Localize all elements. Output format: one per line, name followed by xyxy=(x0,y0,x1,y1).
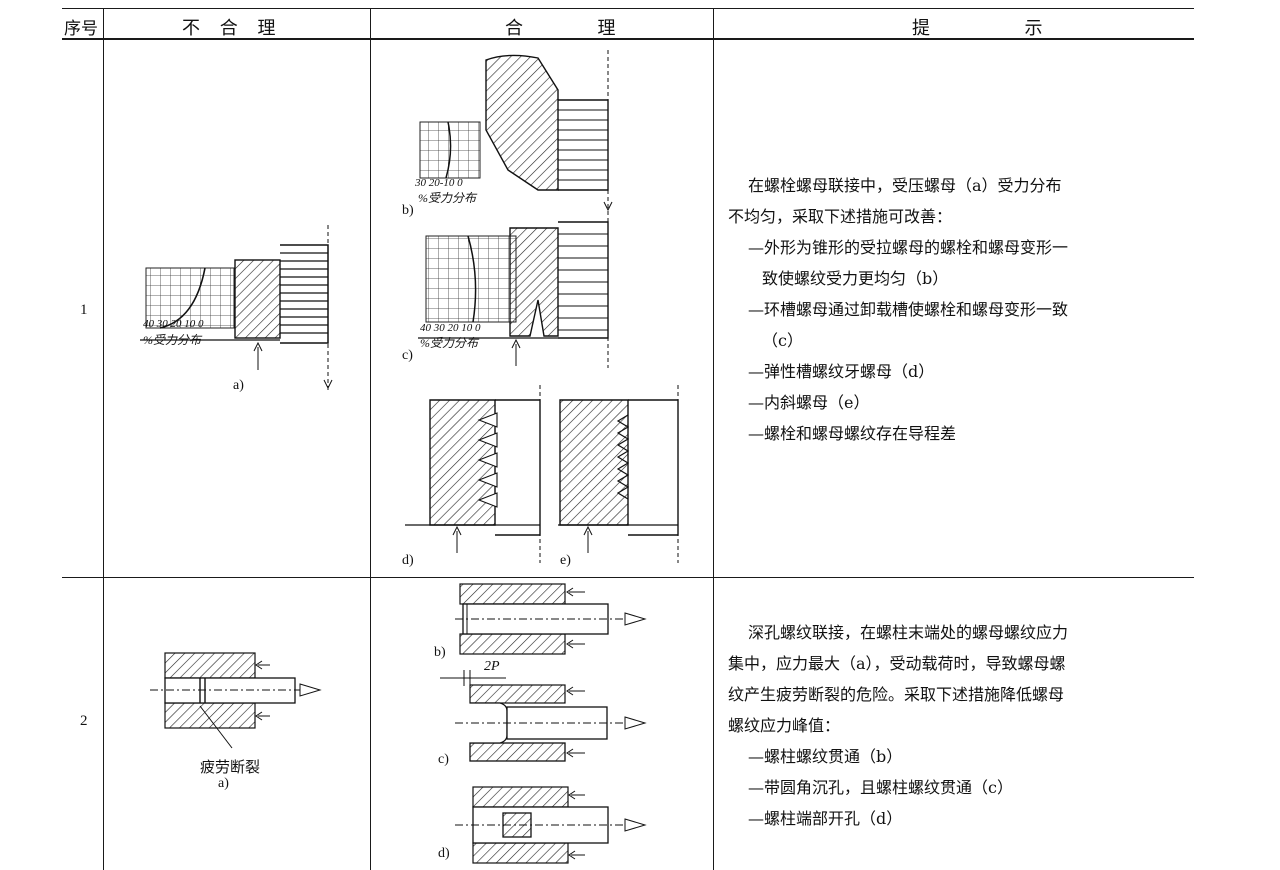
hint-line: 致使螺纹受力更均匀（b） xyxy=(762,269,949,288)
fig-r2-a-label: a) xyxy=(218,776,229,791)
fig-r2-c-label: c) xyxy=(438,752,449,767)
hint-line: 纹产生疲劳断裂的危险。采取下述措施降低螺母 xyxy=(728,685,1065,704)
header-reasonable: 合 理 xyxy=(505,18,617,39)
fig-r1-d-label: d) xyxy=(402,553,414,568)
fig-r2-b-label: b) xyxy=(434,645,446,660)
fig-r2-d xyxy=(455,786,647,864)
table-top-rule xyxy=(62,8,1194,9)
fig-r1-e-label: e) xyxy=(560,553,571,568)
fig-r1-a-axis: 40 30 20 10 0 xyxy=(143,318,204,330)
hint-line: （c） xyxy=(762,331,803,350)
hint-line: —带圆角沉孔，且螺柱螺纹贯通（c） xyxy=(748,778,1013,797)
hint-line: —弹性槽螺纹牙螺母（d） xyxy=(748,362,935,381)
fig-r1-b-label: b) xyxy=(402,203,414,218)
hint-line: —环槽螺母通过卸载槽使螺栓和螺母变形一致 xyxy=(748,300,1069,319)
fig-r1-a xyxy=(140,225,333,390)
fig-r1-b xyxy=(419,50,613,215)
hint-line: 深孔螺纹联接，在螺柱末端处的螺母螺纹应力 xyxy=(748,623,1069,642)
hint-line: —内斜螺母（e） xyxy=(748,393,870,412)
hint-line: —螺栓和螺母螺纹存在导程差 xyxy=(748,424,957,443)
col-divider-1 xyxy=(103,8,104,870)
row-1-number: 1 xyxy=(80,302,88,318)
fig-r1-c-axis: 40 30 20 10 0 xyxy=(420,322,481,334)
row-2-hint: 深孔螺纹联接，在螺柱末端处的螺母螺纹应力 集中，应力最大（a），受动载荷时，导致… xyxy=(728,617,1198,834)
header-bottom-rule xyxy=(62,38,1194,40)
fig-r1-c-distribution-label: %受力分布 xyxy=(420,336,478,350)
fig-r1-e xyxy=(558,385,679,563)
row-2-number: 2 xyxy=(80,713,88,729)
hint-line: 不均匀，采取下述措施可改善： xyxy=(728,207,953,226)
row-divider xyxy=(62,577,1194,578)
hint-line: 在螺栓螺母联接中，受压螺母（a）受力分布 xyxy=(748,176,1062,195)
col-divider-2 xyxy=(370,8,371,870)
row-1-hint: 在螺栓螺母联接中，受压螺母（a）受力分布 不均匀，采取下述措施可改善： —外形为… xyxy=(728,170,1198,449)
header-hint: 提 示 xyxy=(912,18,1044,39)
fig-r2-fatigue-label: 疲劳断裂 xyxy=(200,758,261,776)
header-no: 序号 xyxy=(64,19,98,39)
col-divider-3 xyxy=(713,8,714,870)
fig-r1-c xyxy=(418,218,609,368)
fig-r1-d xyxy=(405,385,541,563)
hint-line: —外形为锥形的受拉螺母的螺栓和螺母变形一 xyxy=(748,238,1069,257)
header-unreasonable: 不 合 理 xyxy=(182,18,277,39)
fig-r1-a-label: a) xyxy=(233,378,244,393)
hint-line: —螺柱螺纹贯通（b） xyxy=(748,747,903,766)
hint-line: 螺纹应力峰值： xyxy=(728,716,841,735)
fig-r2-b xyxy=(455,583,647,655)
fig-r1-b-distribution-label: %受力分布 xyxy=(418,191,476,205)
fig-r1-a-distribution-label: %受力分布 xyxy=(143,333,201,347)
fig-r2-pitch-label: 2P xyxy=(484,659,500,674)
hint-line: 集中，应力最大（a），受动载荷时，导致螺母螺 xyxy=(728,654,1066,673)
fig-r1-c-label: c) xyxy=(402,348,413,363)
fig-r2-d-label: d) xyxy=(438,846,450,861)
fig-r1-b-axis: 30 20-10 0 xyxy=(415,177,463,189)
fig-r2-a xyxy=(150,652,322,749)
fig-r2-c xyxy=(455,684,647,762)
fig-r2-pitch-dimension xyxy=(440,670,506,686)
hint-line: —螺柱端部开孔（d） xyxy=(748,809,903,828)
